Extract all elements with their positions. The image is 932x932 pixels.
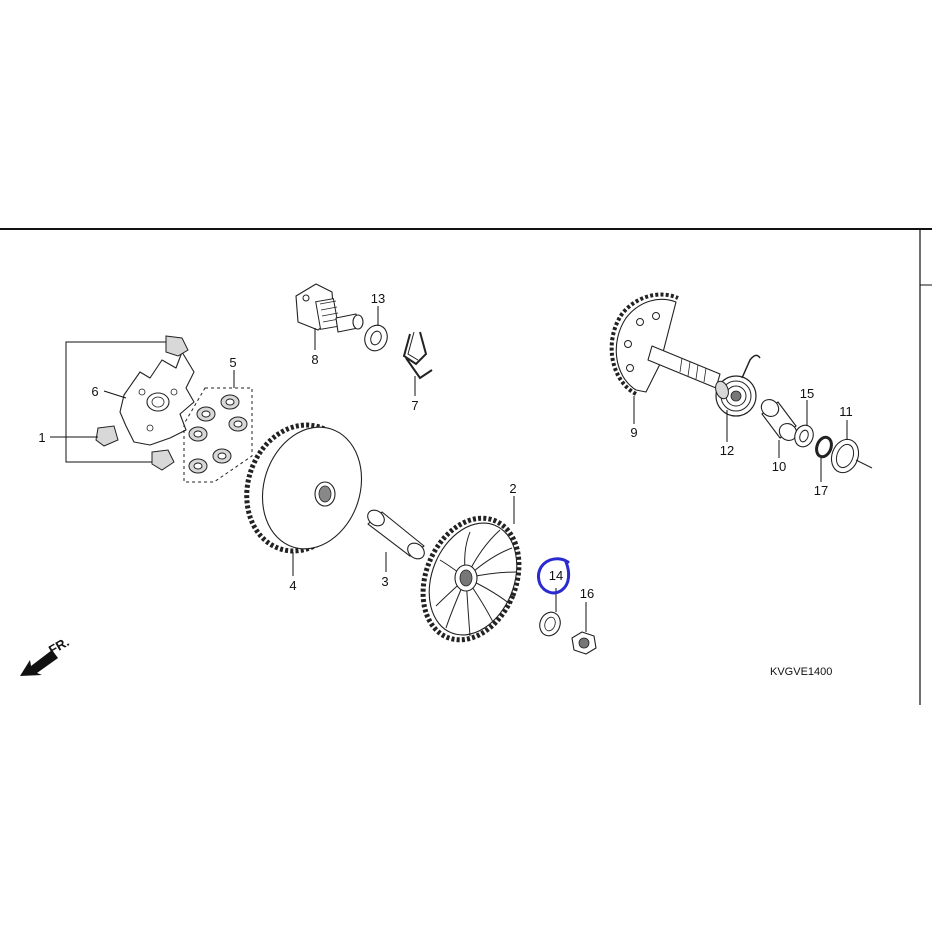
part-12-kickstarter-spring xyxy=(715,354,761,417)
callout-8: 8 xyxy=(311,352,318,367)
part-14-washer xyxy=(539,611,561,637)
callout-10: 10 xyxy=(772,459,786,474)
callout-4: 4 xyxy=(289,578,296,593)
part-8-starter-pinion xyxy=(295,283,364,333)
callout-15: 15 xyxy=(800,386,814,401)
front-direction-indicator: FR. xyxy=(20,634,72,676)
callout-2: 2 xyxy=(509,481,516,496)
part-1-bracket xyxy=(50,341,166,463)
part-13-washer xyxy=(364,324,388,352)
callout-16: 16 xyxy=(580,586,594,601)
callout-17: 17 xyxy=(814,483,828,498)
leader-lines xyxy=(103,306,848,632)
callout-7: 7 xyxy=(411,398,418,413)
callout-13: 13 xyxy=(371,291,385,306)
part-10-bushing xyxy=(760,399,798,441)
callout-3: 3 xyxy=(381,574,388,589)
part-4-movable-drive-face xyxy=(244,422,363,554)
highlight-ring-part-14 xyxy=(536,557,571,595)
callout-12: 12 xyxy=(720,443,734,458)
part-5-weight-rollers xyxy=(183,387,253,483)
part-9-kickstarter-spindle xyxy=(609,292,721,396)
part-6-ramp-plate xyxy=(119,351,195,446)
callout-9: 9 xyxy=(630,425,637,440)
part-2-fan-drive-pulley xyxy=(420,515,522,643)
part-3-sleeve xyxy=(367,509,425,560)
part-15-washer xyxy=(794,424,814,448)
callout-5: 5 xyxy=(229,355,236,370)
callout-6: 6 xyxy=(91,384,98,399)
part-11-seal xyxy=(830,438,873,474)
diagram-code: KVGVE1400 xyxy=(770,666,832,678)
part-17-circlip xyxy=(815,435,833,459)
callout-11: 11 xyxy=(839,404,853,419)
part-7-retaining-clip xyxy=(402,331,433,380)
callout-labels: 1 2 3 4 5 6 7 8 9 10 11 12 13 14 15 16 1… xyxy=(38,291,852,601)
diagram-frame xyxy=(0,228,932,705)
part-16-nut xyxy=(571,631,597,655)
callout-14: 14 xyxy=(549,568,563,583)
callout-1: 1 xyxy=(38,430,45,445)
front-arrow-icon xyxy=(20,650,58,676)
